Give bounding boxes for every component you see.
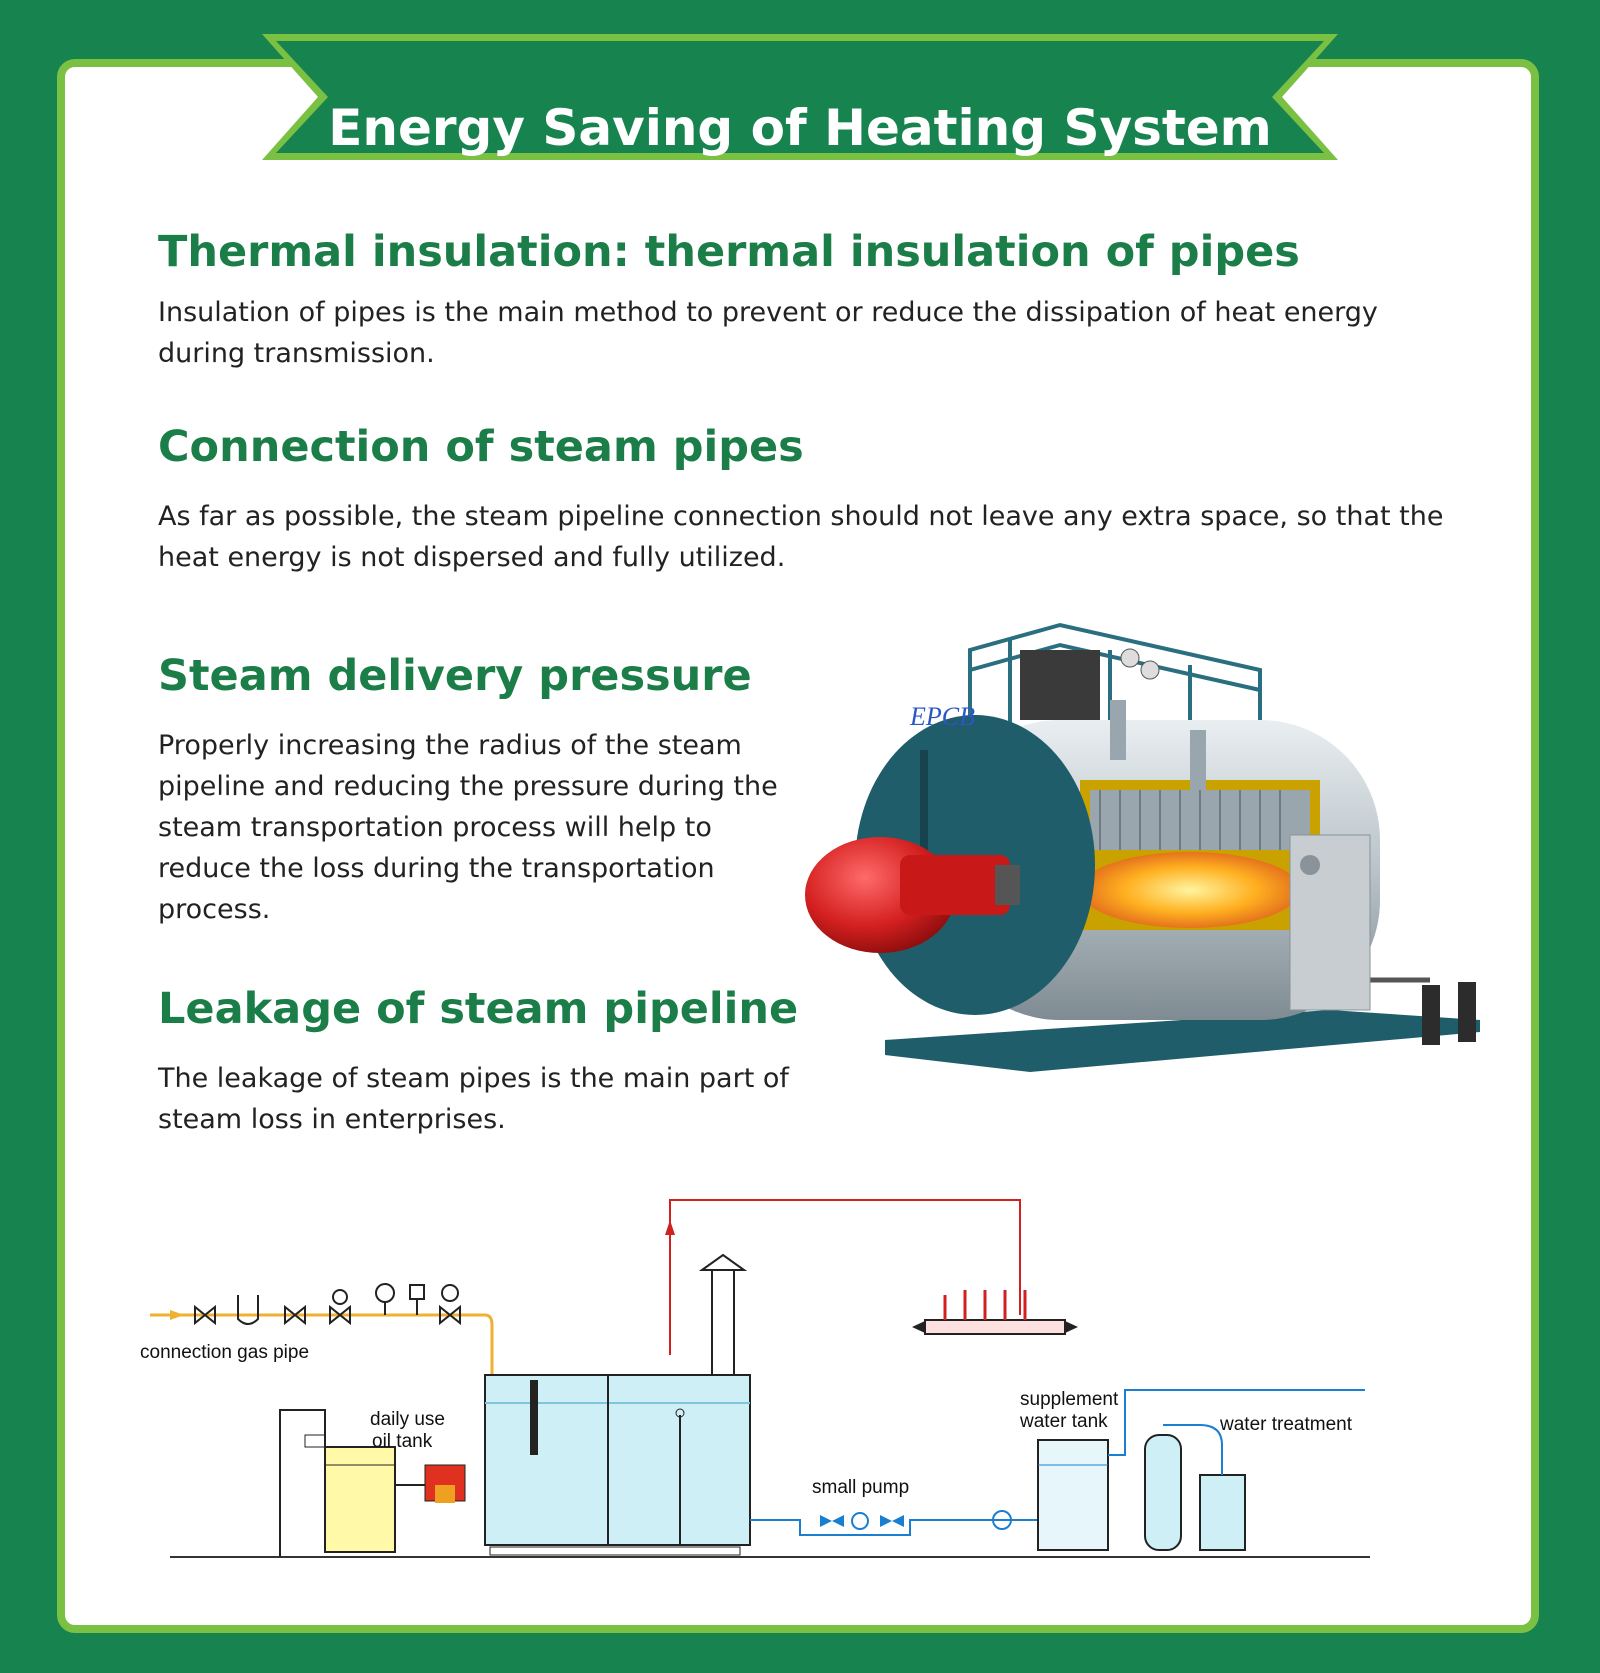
furnace-flame [1080, 852, 1300, 928]
section-heading-pressure: Steam delivery pressure [158, 651, 752, 701]
page-title: Energy Saving of Heating System [328, 98, 1272, 157]
steam-line [669, 1199, 1021, 1355]
chimney [711, 1269, 735, 1376]
section-text-pressure: Properly increasing the radius of the st… [158, 730, 778, 925]
gas-flow-arrow-icon [170, 1310, 184, 1320]
section-text-connection: As far as possible, the steam pipeline c… [158, 501, 1444, 573]
oil-tank [324, 1446, 396, 1553]
boiler-illustration: EPCB [805, 622, 1480, 1072]
gas-valves [194, 1283, 461, 1326]
title-banner [262, 34, 1338, 160]
pump-valves [820, 1512, 904, 1530]
section-heading-insulation: Thermal insulation: thermal insulation o… [158, 227, 1300, 277]
section-text-insulation: Insulation of pipes is the main method t… [158, 297, 1378, 369]
section-heading-connection: Connection of steam pipes [158, 422, 804, 472]
label-oil-tank-1: daily use [370, 1409, 445, 1430]
section-text-leakage: The leakage of steam pipes is the main p… [158, 1063, 789, 1135]
steam-header [924, 1319, 1066, 1335]
label-water-treatment: water treatment [1219, 1414, 1353, 1435]
diagram-boiler [484, 1374, 751, 1546]
label-supplement-2: water tank [1019, 1411, 1108, 1432]
boiler-brand: EPCB [909, 702, 975, 731]
section-heading-leakage: Leakage of steam pipeline [158, 984, 799, 1034]
softener-tank [1144, 1434, 1182, 1551]
pump-icon [992, 1510, 1012, 1530]
supplement-tank [1037, 1439, 1109, 1551]
label-oil-tank-2: oil tank [372, 1431, 433, 1452]
label-supplement-1: supplement [1020, 1389, 1119, 1410]
process-diagram: connection gas pipe daily use oil tank s… [140, 1199, 1370, 1558]
water-treatment-tank [1199, 1474, 1246, 1551]
label-gas-pipe: connection gas pipe [140, 1342, 309, 1363]
label-small-pump: small pump [812, 1477, 909, 1498]
